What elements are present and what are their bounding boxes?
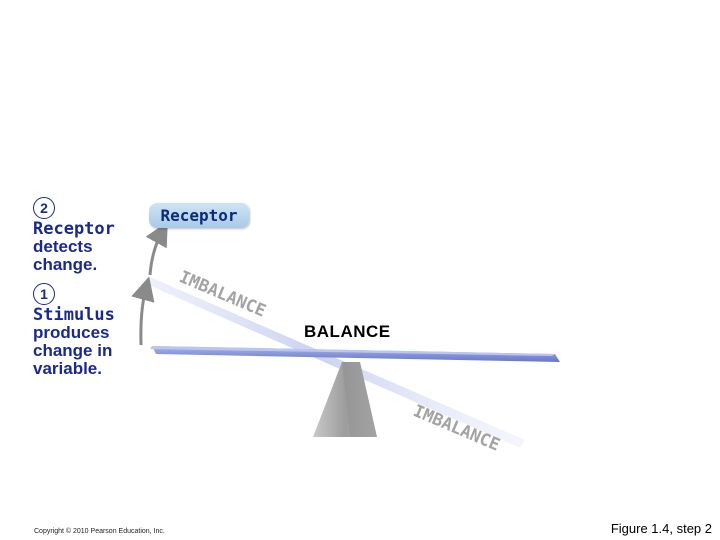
figure-label: Figure 1.4, step 2	[610, 521, 712, 536]
step-1-heading: Stimulus	[33, 305, 115, 325]
step-2: 2 Receptor detects change.	[33, 197, 115, 274]
tilted-beam	[144, 277, 525, 448]
fulcrum-shade	[342, 362, 377, 437]
receptor-arrow	[145, 221, 168, 276]
stimulus-arrow	[131, 276, 155, 346]
step-2-description: detects change.	[33, 237, 98, 274]
step-1-description: produces change in variable.	[33, 323, 113, 378]
step-1-text: Stimulus produces change in variable.	[33, 306, 115, 378]
fulcrum	[313, 362, 377, 437]
step-2-number: 2	[33, 197, 55, 219]
step-2-heading: Receptor	[33, 219, 115, 239]
balance-label: BALANCE	[304, 322, 391, 341]
copyright-notice: Copyright © 2010 Pearson Education, Inc.	[34, 528, 165, 535]
balanced-beam-top	[150, 346, 555, 356]
receptor-box: Receptor	[149, 203, 249, 228]
step-2-text: Receptor detects change.	[33, 220, 115, 274]
step-1-number: 1	[33, 283, 55, 305]
step-1: 1 Stimulus produces change in variable.	[33, 283, 115, 378]
